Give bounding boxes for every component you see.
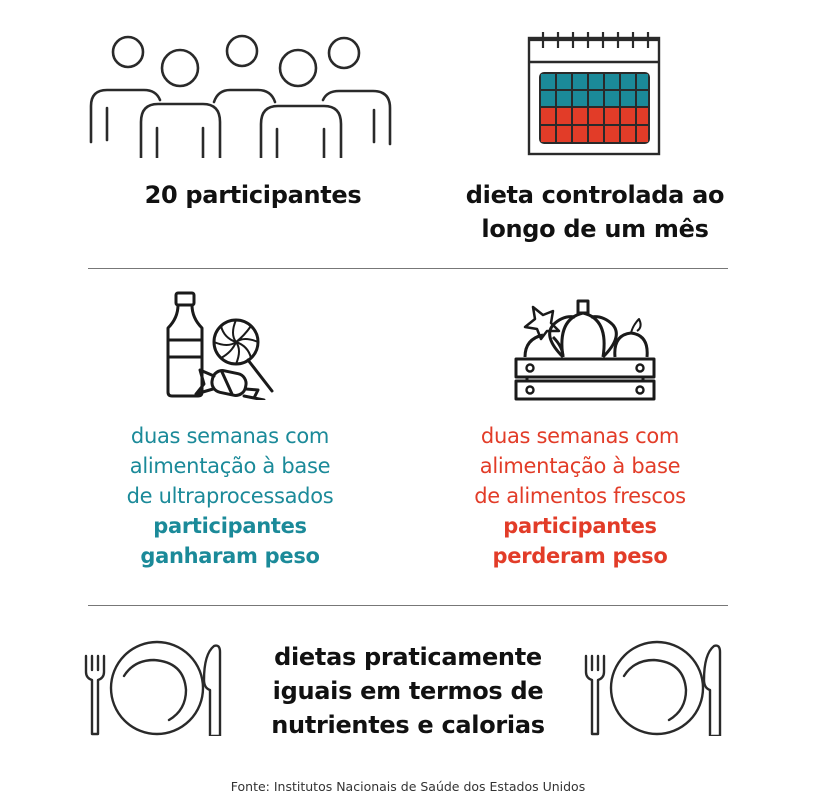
vegetable-crate-icon	[513, 297, 657, 403]
ultraprocessed-result-line-2: ganharam peso	[140, 544, 320, 568]
divider-top	[88, 268, 728, 269]
equal-diets-label: dietas praticamente iguais em termos de …	[250, 640, 566, 742]
ultraprocessed-line-3: de ultraprocessados	[126, 484, 334, 508]
fresh-line-1: duas semanas com	[480, 424, 680, 448]
fresh-line-3: de alimentos frescos	[474, 484, 686, 508]
controlled-diet-line-2: longo de um mês	[481, 215, 709, 243]
fresh-result-line-2: perderam peso	[492, 544, 668, 568]
fresh-line-2: alimentação à base	[479, 454, 681, 478]
source-caption: Fonte: Institutos Nacionais de Saúde dos…	[230, 779, 586, 794]
plate-cutlery-icon	[84, 640, 230, 736]
fresh-food-diet-description: duas semanas com alimentação à base de a…	[430, 421, 730, 571]
people-group-icon	[88, 34, 408, 158]
divider-bottom	[88, 605, 728, 606]
ultraprocessed-line-1: duas semanas com	[130, 424, 330, 448]
controlled-diet-line-1: dieta controlada ao	[465, 181, 725, 209]
controlled-diet-label: dieta controlada ao longo de um mês	[440, 178, 750, 246]
soda-candy-icon	[160, 290, 280, 400]
participants-count-label: 20 participantes	[144, 181, 362, 209]
fresh-result-line-1: participantes	[503, 514, 657, 538]
ultraprocessed-diet-description: duas semanas com alimentação à base de u…	[80, 421, 380, 571]
equal-diets-line-3: nutrientes e calorias	[271, 711, 545, 739]
equal-diets-line-1: dietas praticamente	[274, 643, 542, 671]
ultraprocessed-result-line-1: participantes	[153, 514, 307, 538]
ultraprocessed-line-2: alimentação à base	[129, 454, 331, 478]
calendar-icon	[527, 28, 663, 156]
plate-cutlery-icon	[584, 640, 730, 736]
equal-diets-line-2: iguais em termos de	[272, 677, 544, 705]
